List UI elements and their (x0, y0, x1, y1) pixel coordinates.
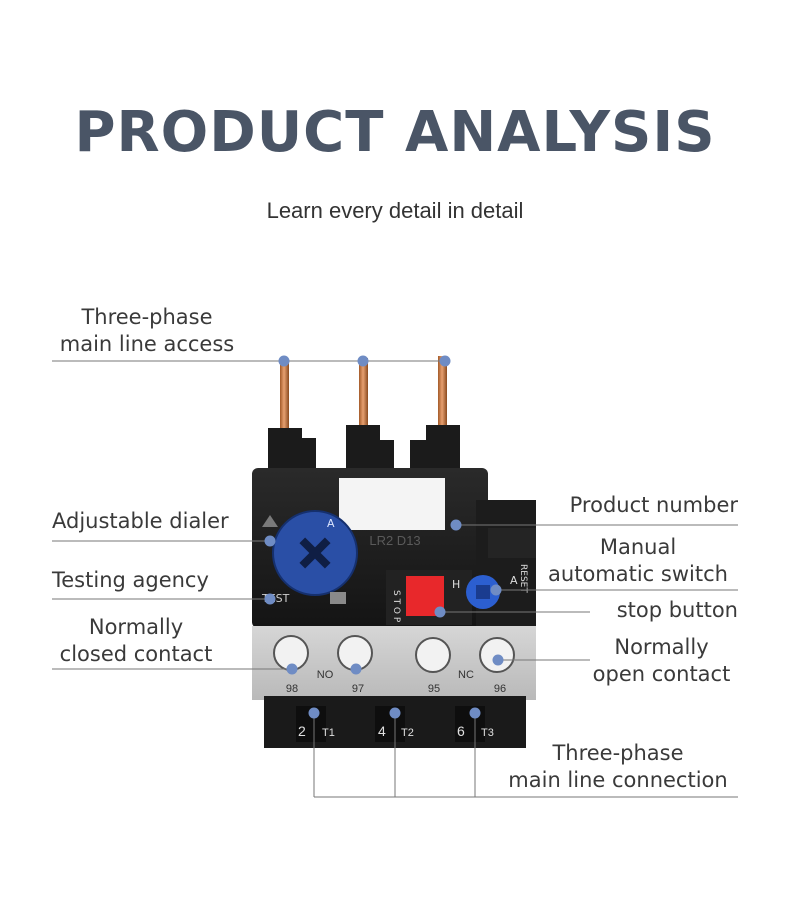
svg-text:97: 97 (352, 683, 364, 695)
label-normally-open: Normally open contact (592, 635, 731, 686)
svg-text:A: A (327, 517, 335, 530)
svg-text:2: 2 (298, 723, 306, 739)
bottom-terminal-labels: 2 T1 4 T2 6 T3 (298, 723, 494, 739)
svg-text:A: A (510, 574, 518, 587)
svg-text:96: 96 (494, 683, 506, 695)
svg-text:6: 6 (457, 723, 465, 739)
contact-numbers: 98 NO 97 95 NC 96 (286, 669, 506, 695)
page-subtitle: Learn every detail in detail (266, 198, 524, 223)
label-product-number: Product number (569, 493, 738, 517)
model-text: LR2 D13 (369, 533, 420, 548)
svg-text:4: 4 (378, 723, 386, 739)
label-plate (339, 478, 445, 530)
leader-lines (52, 360, 738, 798)
marker-dots (264, 355, 504, 719)
label-main-line-connection: Three-phase main line connection (508, 741, 728, 792)
svg-text:NO: NO (317, 669, 334, 681)
copper-pins (280, 356, 447, 436)
svg-text:T2: T2 (401, 727, 414, 739)
svg-text:95: 95 (428, 683, 440, 695)
label-normally-closed: Normally closed contact (59, 615, 213, 666)
label-testing-agency: Testing agency (52, 568, 209, 592)
svg-text:H: H (452, 578, 460, 591)
label-stop-button: stop button (616, 598, 738, 622)
svg-text:RESET: RESET (518, 564, 528, 593)
page-title: PRODUCT ANALYSIS (74, 100, 716, 165)
contact-screws (273, 635, 515, 673)
svg-text:S T O P: S T O P (391, 590, 401, 623)
label-manual-switch: Manual automatic switch (548, 535, 728, 586)
adjustable-dial: A (272, 510, 358, 596)
svg-text:98: 98 (286, 683, 298, 695)
label-main-line-access: Three-phase main line access (59, 305, 235, 356)
svg-text:T3: T3 (481, 727, 494, 739)
label-adjustable-dialer: Adjustable dialer (52, 509, 229, 533)
svg-text:T1: T1 (322, 727, 335, 739)
svg-text:NC: NC (458, 669, 474, 681)
